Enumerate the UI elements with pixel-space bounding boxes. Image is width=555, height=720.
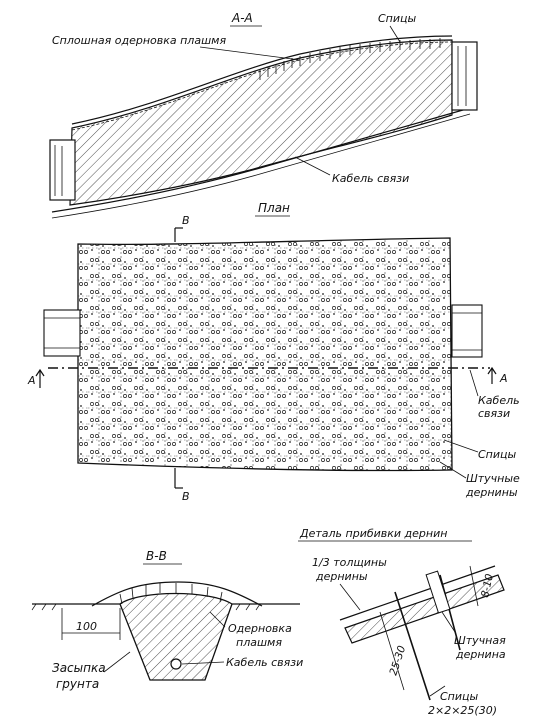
detail-sod-layer: [344, 574, 505, 644]
bb-label-sod-2: плашмя: [236, 636, 282, 649]
plan-mark-a-right: А: [499, 372, 508, 385]
detail-dim-8-10: 8-10: [479, 573, 496, 599]
bb-label-cable: Кабель связи: [226, 656, 303, 669]
aa-label-spokes: Спицы: [378, 12, 417, 25]
plan-view: План А А В В Кабель связи Спицы Штучные: [27, 201, 520, 503]
bb-label-backfill-2: грунта: [56, 677, 99, 691]
plan-label-pieces-2: дернины: [465, 486, 518, 499]
section-bb: В-В 100 Одерновка плашмя Кабел: [31, 549, 303, 691]
aa-sod-top: [71, 35, 453, 125]
plan-title: План: [258, 201, 290, 215]
plan-mark-b-top: В: [182, 214, 190, 227]
plan-sod-area: [77, 237, 453, 472]
plan-label-pieces-1: Штучные: [466, 472, 520, 485]
detail-label-piece-2: дернина: [455, 648, 506, 661]
bb-trench: [119, 592, 233, 681]
bb-cable: [170, 658, 182, 670]
bb-title: В-В: [146, 549, 167, 563]
plan-right-road: [451, 304, 483, 358]
plan-mark-b-bottom: В: [182, 490, 190, 503]
plan-label-cable-1: Кабель: [478, 394, 520, 407]
aa-left-post: [49, 139, 76, 201]
detail-nailing: Деталь прибивки дернин 8-10 25-30 1/3 то…: [298, 527, 506, 717]
bb-sod-mound: [91, 581, 263, 607]
plan-label-cable-2: связи: [478, 407, 510, 420]
bb-label-sod-1: Одерновка: [228, 622, 292, 635]
aa-label-cable: Кабель связи: [332, 172, 409, 185]
section-aa: А-А Сплошная оде: [49, 11, 478, 219]
aa-embankment: [69, 39, 453, 206]
plan-mark-a-left: А: [27, 374, 36, 387]
section-aa-title: А-А: [231, 11, 253, 25]
bb-dimension-100: 100: [76, 620, 97, 633]
plan-label-spokes: Спицы: [478, 448, 517, 461]
detail-label-spokes-1: Спицы: [440, 690, 479, 703]
detail-title: Деталь прибивки дернин: [299, 527, 447, 540]
aa-label-sod: Сплошная одерновка плашмя: [52, 34, 226, 47]
aa-spokes: [259, 38, 441, 80]
detail-label-third-2: дернины: [315, 570, 368, 583]
plan-left-road: [43, 309, 81, 357]
bb-label-backfill-1: Засыпка: [52, 661, 106, 675]
detail-dim-25-30: 25-30: [387, 644, 408, 677]
aa-right-post: [451, 41, 478, 111]
detail-label-third-1: 1/3 толщины: [312, 556, 387, 569]
detail-label-spokes-2: 2×2×25(30): [428, 704, 497, 717]
detail-label-piece-1: Штучная: [454, 634, 506, 647]
aa-bottom-layer: [51, 107, 471, 213]
